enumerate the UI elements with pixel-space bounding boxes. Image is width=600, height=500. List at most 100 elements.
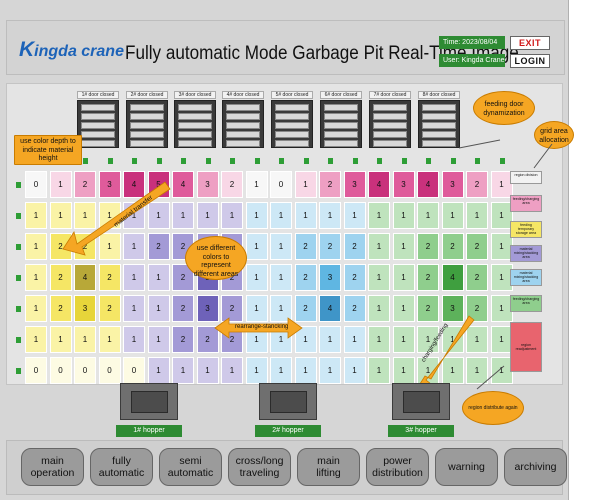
grid-cell[interactable]: 2 bbox=[417, 295, 439, 322]
grid-cell[interactable]: 1 bbox=[123, 233, 145, 260]
grid-cell[interactable]: 1 bbox=[25, 326, 47, 353]
grid-cell[interactable]: 2 bbox=[343, 295, 366, 322]
grid-cell[interactable]: 1 bbox=[294, 202, 317, 229]
grid-cell[interactable]: 1 bbox=[49, 202, 72, 229]
grid-cell[interactable]: 3 bbox=[196, 171, 219, 198]
grid-cell[interactable]: 1 bbox=[25, 202, 47, 229]
grid-cell[interactable]: 1 bbox=[74, 326, 96, 353]
hopper-1-icon[interactable] bbox=[120, 383, 178, 420]
grid-cell[interactable]: 1 bbox=[270, 295, 292, 322]
grid-cell[interactable]: 1 bbox=[245, 357, 268, 384]
grid-cell[interactable]: 1 bbox=[368, 357, 390, 384]
grid-cell[interactable]: 2 bbox=[49, 295, 72, 322]
feeding-door-2[interactable]: 2# door closed bbox=[126, 91, 168, 148]
grid-cell[interactable]: 1 bbox=[245, 171, 268, 198]
grid-cell[interactable]: 0 bbox=[25, 357, 47, 384]
grid-cell[interactable]: 2 bbox=[172, 295, 194, 322]
grid-cell[interactable]: 0 bbox=[98, 357, 121, 384]
grid-cell[interactable]: 1 bbox=[123, 326, 145, 353]
grid-cell[interactable]: 1 bbox=[147, 202, 170, 229]
grid-cell[interactable]: 1 bbox=[319, 357, 341, 384]
grid-cell[interactable]: 1 bbox=[147, 295, 170, 322]
grid-cell[interactable]: 1 bbox=[221, 202, 243, 229]
grid-cell[interactable]: 1 bbox=[319, 326, 341, 353]
grid-cell[interactable]: 1 bbox=[98, 233, 121, 260]
grid-cell[interactable]: 4 bbox=[74, 264, 96, 291]
grid-cell[interactable]: 1 bbox=[25, 264, 47, 291]
grid-cell[interactable]: 2 bbox=[74, 233, 96, 260]
grid-cell[interactable]: 0 bbox=[74, 357, 96, 384]
grid-cell[interactable]: 1 bbox=[49, 326, 72, 353]
grid-cell[interactable]: 2 bbox=[417, 264, 439, 291]
grid-cell[interactable]: 1 bbox=[245, 295, 268, 322]
grid-cell[interactable]: 1 bbox=[466, 202, 488, 229]
grid-cell[interactable]: 1 bbox=[319, 202, 341, 229]
grid-cell[interactable]: 2 bbox=[294, 264, 317, 291]
grid-cell[interactable]: 3 bbox=[441, 295, 464, 322]
grid-cell[interactable]: 1 bbox=[25, 295, 47, 322]
grid-cell[interactable]: 0 bbox=[49, 357, 72, 384]
grid-cell[interactable]: 1 bbox=[74, 202, 96, 229]
grid-cell[interactable]: 4 bbox=[441, 264, 464, 291]
exit-button[interactable]: EXIT bbox=[510, 36, 550, 50]
grid-cell[interactable]: 1 bbox=[172, 357, 194, 384]
grid-cell[interactable]: 2 bbox=[294, 233, 317, 260]
grid-cell[interactable]: 1 bbox=[270, 233, 292, 260]
hopper-2-icon[interactable] bbox=[259, 383, 317, 420]
grid-cell[interactable]: 2 bbox=[319, 171, 341, 198]
grid-cell[interactable]: 1 bbox=[368, 295, 390, 322]
grid-cell[interactable]: 1 bbox=[466, 326, 488, 353]
grid-cell[interactable]: 4 bbox=[172, 171, 194, 198]
feeding-door-3[interactable]: 3# door closed bbox=[174, 91, 216, 148]
feeding-door-6[interactable]: 6# door closed bbox=[320, 91, 362, 148]
grid-cell[interactable]: 2 bbox=[49, 233, 72, 260]
grid-cell[interactable]: 2 bbox=[343, 233, 366, 260]
grid-cell[interactable]: 1 bbox=[392, 264, 415, 291]
grid-cell[interactable]: 1 bbox=[123, 295, 145, 322]
feeding-door-7[interactable]: 7# door closed bbox=[369, 91, 411, 148]
grid-cell[interactable]: 1 bbox=[196, 202, 219, 229]
grid-cell[interactable]: 3 bbox=[98, 171, 121, 198]
grid-cell[interactable]: 5 bbox=[147, 171, 170, 198]
grid-cell[interactable]: 1 bbox=[25, 233, 47, 260]
grid-cell[interactable]: 1 bbox=[147, 264, 170, 291]
grid-cell[interactable]: 1 bbox=[245, 233, 268, 260]
grid-cell[interactable]: 4 bbox=[417, 171, 439, 198]
grid-cell[interactable]: 1 bbox=[343, 357, 366, 384]
grid-cell[interactable]: 1 bbox=[294, 357, 317, 384]
grid-cell[interactable]: 1 bbox=[417, 202, 439, 229]
grid-cell[interactable]: 1 bbox=[490, 171, 513, 198]
grid-cell[interactable]: 0 bbox=[25, 171, 47, 198]
grid-cell[interactable]: 1 bbox=[245, 326, 268, 353]
feeding-door-5[interactable]: 5# door closed bbox=[271, 91, 313, 148]
grid-cell[interactable]: 2 bbox=[147, 233, 170, 260]
grid-cell[interactable]: 1 bbox=[270, 202, 292, 229]
feeding-door-1[interactable]: 1# door closed bbox=[77, 91, 119, 148]
grid-cell[interactable]: 0 bbox=[123, 357, 145, 384]
grid-cell[interactable]: 1 bbox=[123, 264, 145, 291]
grid-cell[interactable]: 1 bbox=[343, 326, 366, 353]
grid-cell[interactable]: 2 bbox=[49, 264, 72, 291]
grid-cell[interactable]: 2 bbox=[466, 233, 488, 260]
grid-cell[interactable]: 2 bbox=[466, 171, 488, 198]
grid-cell[interactable]: 2 bbox=[221, 171, 243, 198]
grid-cell[interactable]: 1 bbox=[392, 326, 415, 353]
grid-cell[interactable]: 1 bbox=[98, 326, 121, 353]
grid-cell[interactable]: 3 bbox=[343, 171, 366, 198]
grid-cell[interactable]: 1 bbox=[221, 357, 243, 384]
grid-cell[interactable]: 1 bbox=[466, 357, 488, 384]
grid-cell[interactable]: 1 bbox=[392, 233, 415, 260]
hopper-3-icon[interactable] bbox=[392, 383, 450, 420]
grid-cell[interactable]: 0 bbox=[270, 171, 292, 198]
warning-button[interactable]: warning bbox=[435, 448, 498, 486]
grid-cell[interactable]: 1 bbox=[147, 357, 170, 384]
grid-cell[interactable]: 4 bbox=[123, 171, 145, 198]
archiving-button[interactable]: archiving bbox=[504, 448, 567, 486]
grid-cell[interactable]: 1 bbox=[490, 202, 513, 229]
grid-cell[interactable]: 3 bbox=[196, 295, 219, 322]
grid-cell[interactable]: 1 bbox=[392, 357, 415, 384]
